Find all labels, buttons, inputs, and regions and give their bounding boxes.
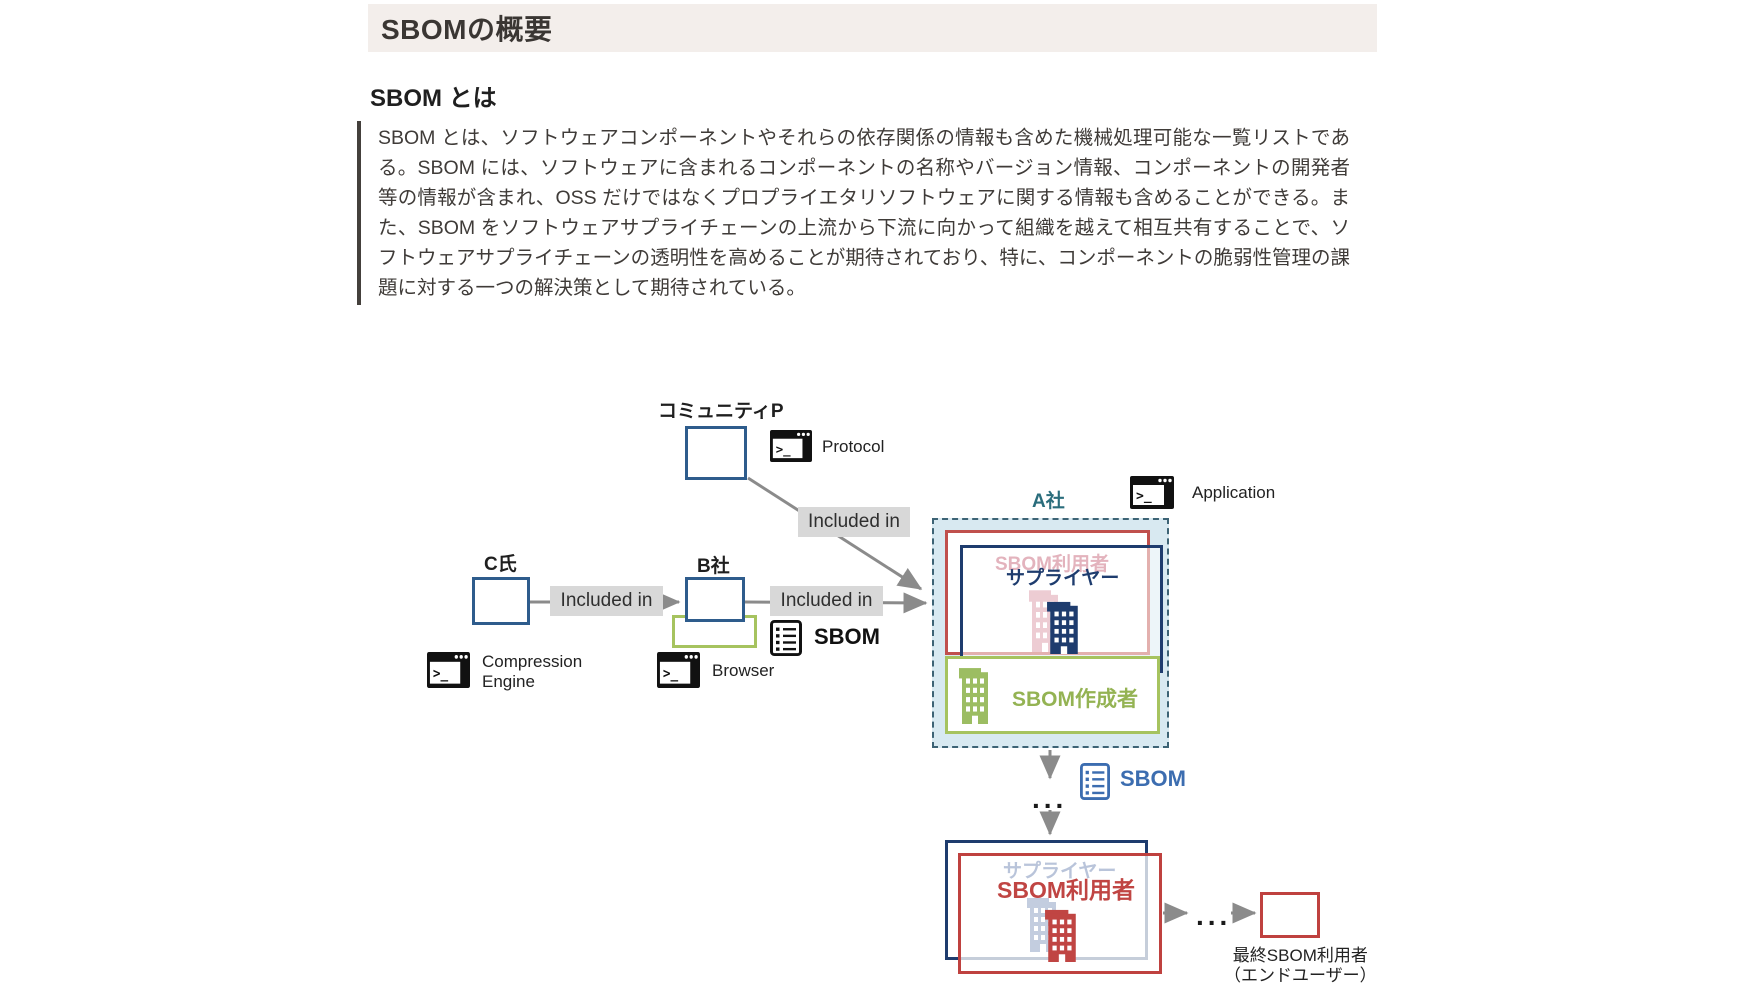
page-title: SBOMの概要: [381, 14, 553, 45]
ellipsis-vertical-flow: ...: [1032, 783, 1068, 814]
end-user-box: [1260, 892, 1320, 938]
community-p-box: [685, 426, 747, 480]
company-b-label: B社: [697, 556, 730, 577]
page-title-bar: SBOMの概要: [368, 4, 1377, 52]
building-icon: [1044, 908, 1080, 962]
section-heading: SBOM とは: [370, 85, 497, 112]
person-c-box: [472, 577, 530, 625]
protocol-label: Protocol: [822, 437, 885, 456]
ellipsis-end-user-flow: ...: [1196, 900, 1232, 931]
supplier-down-label: サプライヤー: [1003, 861, 1117, 882]
terminal-icon: >_: [657, 652, 700, 688]
supplier-a-label: サプライヤー: [1006, 568, 1120, 589]
terminal-icon: >_: [770, 430, 812, 462]
sbom-definition-quote: SBOM とは、ソフトウェアコンポーネントやそれらの依存関係の情報も含めた機械処…: [357, 121, 1350, 305]
browser-label: Browser: [712, 661, 775, 680]
included-in-label-3: Included in: [798, 507, 910, 537]
svg-text:>_: >_: [776, 441, 791, 457]
company-b-box: [685, 577, 745, 622]
sbom-label-b: SBOM: [814, 624, 880, 649]
sbom-document-icon: [1080, 763, 1110, 800]
sbom-label-flow: SBOM: [1120, 766, 1186, 791]
company-a-label: A社: [1032, 491, 1065, 512]
person-c-label: C氏: [484, 554, 517, 575]
svg-text:>_: >_: [663, 667, 679, 683]
application-label: Application: [1192, 483, 1276, 502]
sbom-document-icon: [770, 620, 802, 656]
compression-engine-label: Compression Engine: [482, 652, 583, 691]
community-p-label: コミュニティP: [658, 401, 784, 422]
svg-text:>_: >_: [1136, 489, 1152, 504]
terminal-icon: >_: [1130, 476, 1174, 509]
end-user-label: 最終SBOM利用者 （エンドユーザー）: [1224, 946, 1377, 985]
svg-text:>_: >_: [433, 667, 449, 683]
sbom-user-a-label: SBOM利用者: [995, 554, 1110, 575]
included-in-label-1: Included in: [550, 586, 663, 616]
building-icon: [958, 666, 992, 724]
building-icon: [1046, 600, 1082, 654]
sbom-author-label: SBOM作成者: [1012, 688, 1138, 711]
included-in-label-2: Included in: [770, 586, 883, 616]
sbom-user-down-label: SBOM利用者: [997, 877, 1135, 903]
terminal-icon: >_: [427, 652, 470, 688]
